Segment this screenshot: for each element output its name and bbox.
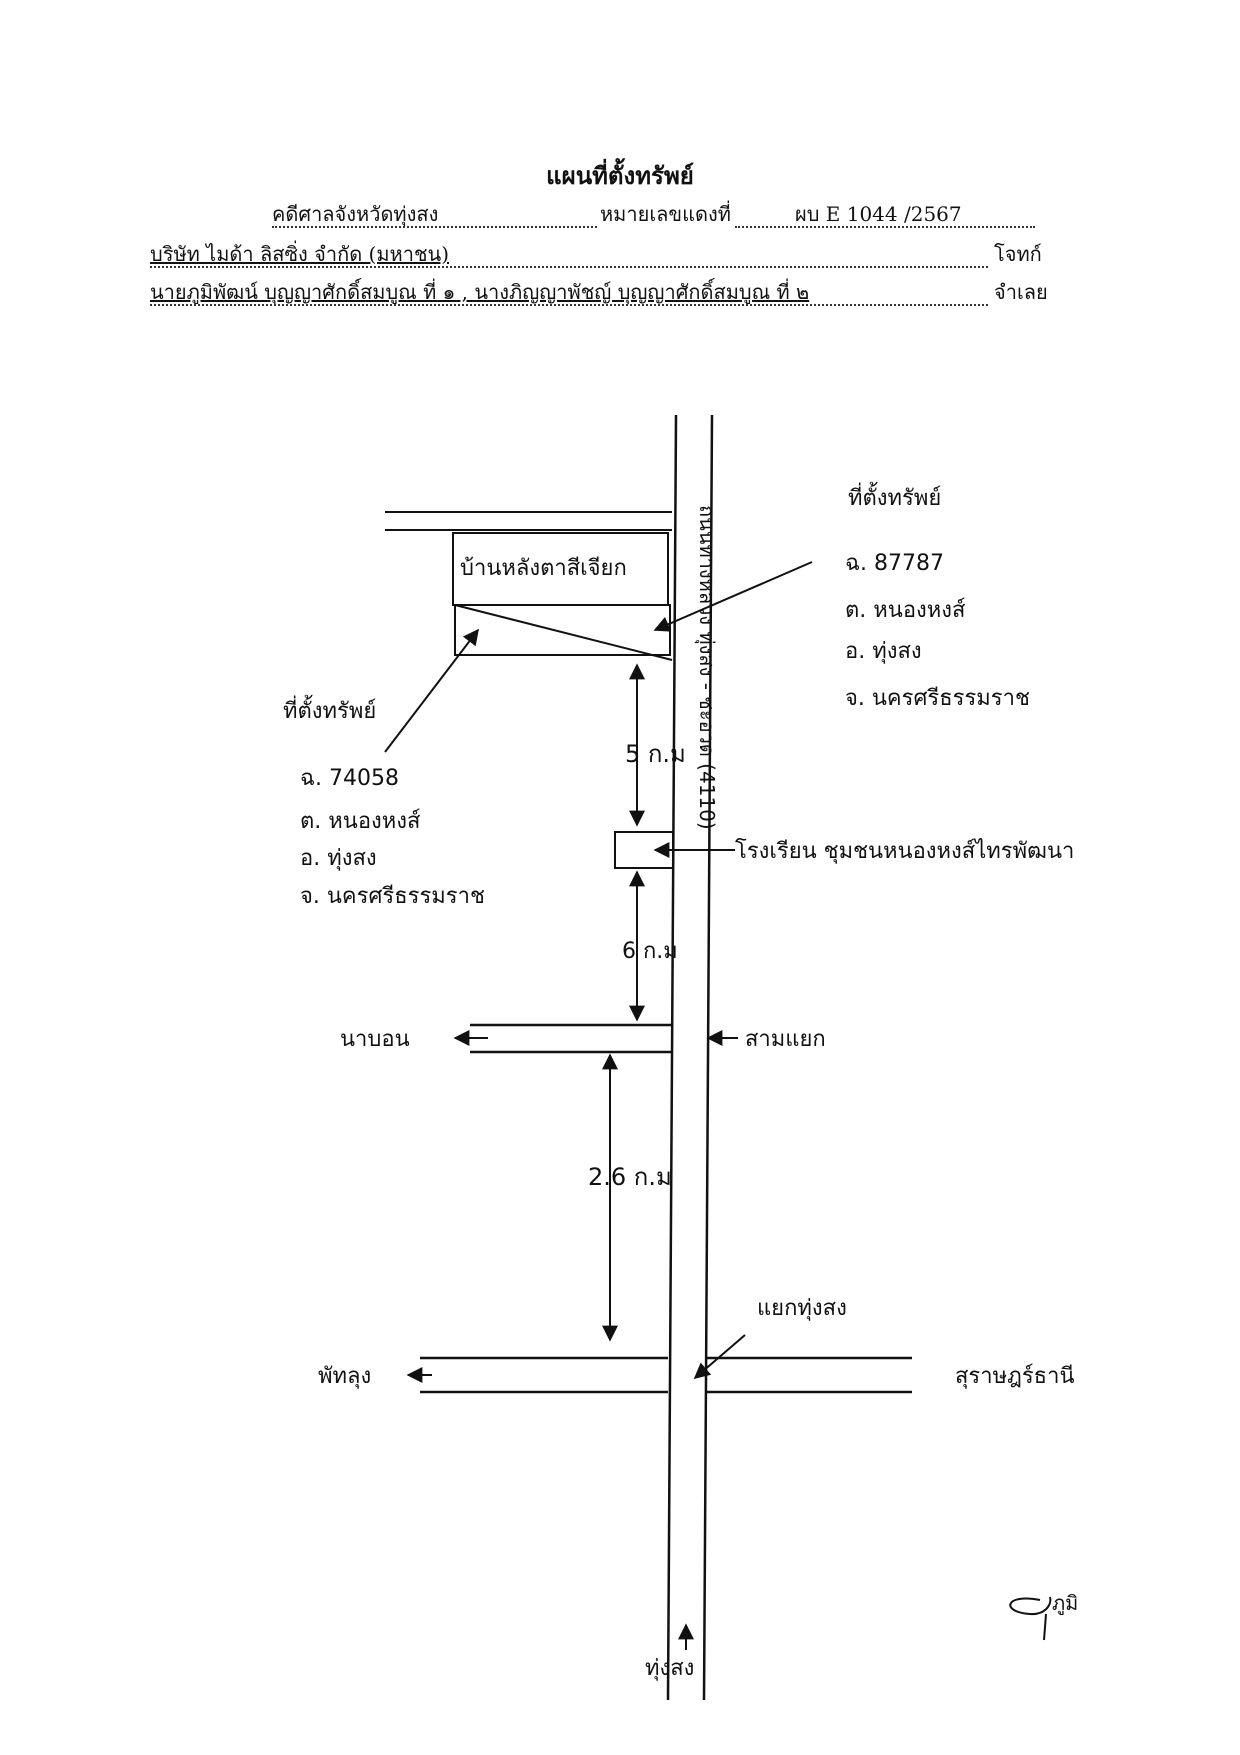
south-label: ทุ่งสง [645, 1656, 694, 1681]
property-left-subdistrict: ต. หนองหงส์ [300, 809, 421, 834]
distance-2-label: 6 ก.ม [622, 939, 678, 964]
defendant-names: นายภูมิพัฒน์ บุญญาศักดิ์สมบูณ ที่ ๑ , นา… [150, 280, 810, 304]
intersection-label: แยกทุ่งสง [757, 1296, 847, 1321]
case-no-dotted-line [735, 226, 1035, 228]
main-road [666, 414, 714, 1701]
distance-3-label: 2.6 ก.ม [588, 1163, 672, 1191]
page-title: แผนที่ตั้งทรัพย์ [546, 161, 694, 190]
property-left-province: จ. นครศรีธรรมราช [300, 884, 485, 909]
intersection-arrow [693, 1334, 746, 1380]
defendant-dotted-line [150, 304, 988, 306]
property-right-arrow [653, 561, 813, 632]
school-label: โรงเรียน ชุมชนหนองหงส์ไทรพัฒนา [735, 838, 1074, 864]
case-no-label: หมายเลขแดงที่ [600, 202, 731, 226]
property-left-district: อ. ทุ่งสง [300, 846, 377, 871]
distance-1-label: 5 ก.ม [625, 740, 686, 768]
property-right-province: จ. นครศรีธรรมราช [845, 686, 1030, 711]
plaintiff-dotted-line [150, 266, 988, 268]
signature: ภูมิ [1052, 1591, 1078, 1616]
cross-road [420, 1356, 912, 1394]
house-block [385, 511, 673, 661]
house-label: บ้านหลังตาสีเจียก [460, 556, 627, 581]
branch-road [470, 1023, 672, 1054]
case-no-value: ผบ E 1044 /2567 [795, 202, 962, 226]
court-name: คดีศาลจังหวัดทุ่งสง [272, 202, 439, 226]
east-label: สุราษฎร์ธานี [955, 1364, 1075, 1389]
branch-road-label: นาบอน [340, 1027, 410, 1052]
plaintiff-name: บริษัท ไมด้า ลิสซิ่ง จำกัด (มหาชน) [150, 242, 449, 266]
west-label: พัทลุง [318, 1364, 371, 1389]
plaintiff-role: โจทก์ [994, 242, 1042, 266]
property-left-deed: ฉ. 74058 [300, 766, 399, 791]
court-field: คดีศาลจังหวัดทุ่งสง [272, 198, 438, 230]
main-road-label: ถนนทางหลวง ทุ่งสง - ชะอวด (4110) [694, 505, 719, 830]
defendant-role: จำเลย [994, 280, 1048, 304]
property-left-title: ที่ตั้งทรัพย์ [283, 695, 376, 724]
property-left-arrow [384, 628, 479, 753]
signature-mark: ภูมิ [1009, 1591, 1078, 1641]
junction-label: สามแยก [745, 1027, 826, 1052]
property-right-deed: ฉ. 87787 [845, 551, 944, 576]
property-right-title: ที่ตั้งทรัพย์ [848, 482, 941, 511]
property-right-district: อ. ทุ่งสง [845, 639, 922, 664]
court-dotted-line [272, 226, 597, 228]
property-right-subdistrict: ต. หนองหงส์ [845, 598, 966, 623]
